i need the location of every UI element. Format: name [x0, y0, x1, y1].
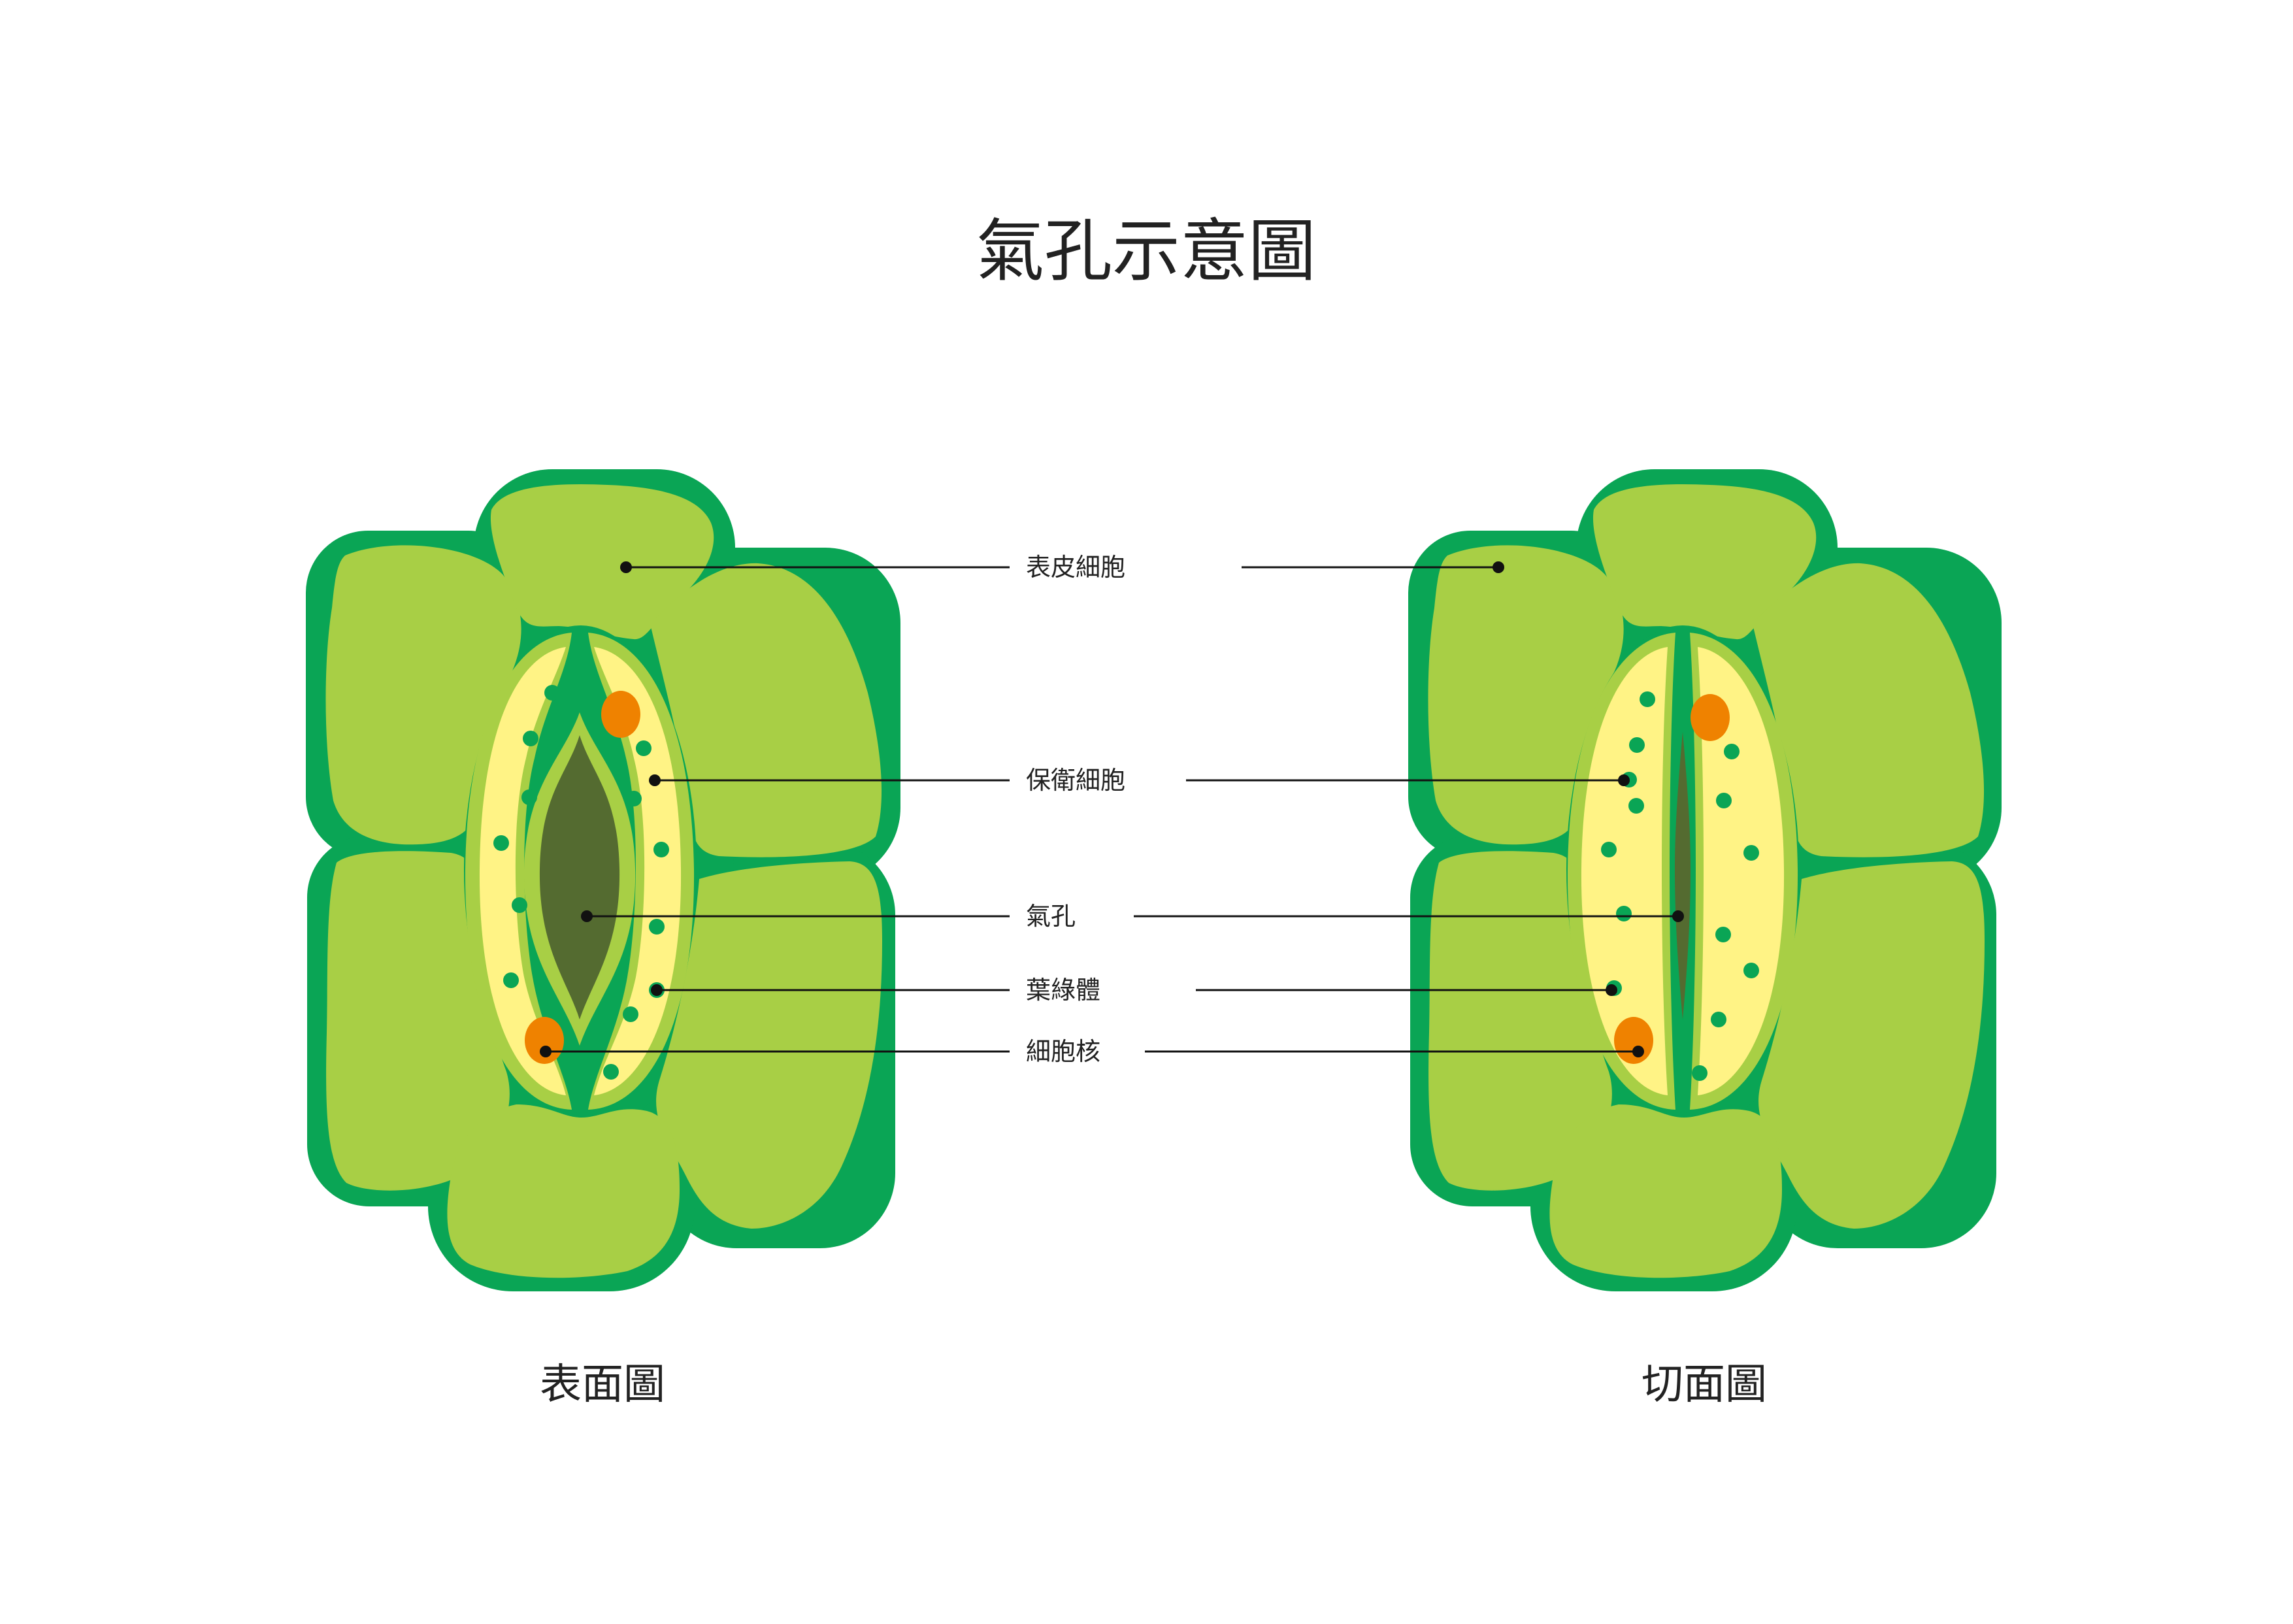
stoma-pore: [1675, 732, 1691, 1019]
epidermal-cell: [1753, 563, 1985, 857]
chloroplast: [1692, 1065, 1707, 1081]
diagram-title: 氣孔示意圖: [976, 211, 1316, 291]
label-epidermal-cell: 表皮細胞: [1026, 553, 1125, 582]
epidermal-cell: [447, 1104, 680, 1278]
chloroplast: [649, 919, 665, 935]
surface-view: 表面圖: [306, 469, 1010, 1409]
chloroplast: [653, 842, 669, 857]
label-nucleus: 細胞核: [1026, 1037, 1100, 1066]
part-labels: 表皮細胞 保衛細胞 氣孔 葉綠體 細胞核: [1026, 553, 1125, 1066]
chloroplast: [1724, 744, 1740, 759]
section-leader-lines: [1134, 561, 1684, 1057]
chloroplast: [623, 1006, 638, 1022]
epidermal-cell: [1428, 851, 1612, 1191]
chloroplast: [493, 835, 509, 851]
guard-cells: [464, 625, 697, 1113]
epidermal-cells: [1428, 484, 1985, 1278]
chloroplast: [523, 731, 538, 746]
epidermal-cell: [1428, 545, 1624, 845]
nucleus: [1691, 694, 1730, 741]
nucleus: [1614, 1017, 1653, 1064]
chloroplast: [1711, 1012, 1726, 1027]
chloroplast: [603, 1064, 619, 1080]
chloroplast: [1629, 737, 1645, 753]
stoma-pore: [539, 735, 620, 1019]
chloroplast: [636, 740, 652, 756]
chloroplast: [512, 897, 527, 913]
epidermal-cells: [325, 484, 882, 1278]
chloroplast: [1743, 845, 1759, 861]
label-guard-cell: 保衛細胞: [1026, 766, 1125, 795]
chloroplast: [1715, 927, 1731, 942]
chloroplast: [544, 685, 560, 701]
epidermal-cell: [325, 545, 521, 845]
chloroplast: [1743, 963, 1759, 978]
chloroplast: [503, 972, 519, 988]
epidermal-cell: [1592, 484, 1817, 640]
epidermal-cell: [650, 563, 882, 857]
epidermal-cell: [1549, 1104, 1782, 1278]
chloroplast: [626, 791, 642, 806]
epidermal-cell: [656, 861, 882, 1229]
guard-cell-left-cytoplasm: [1581, 647, 1668, 1095]
surface-leader-lines: [540, 561, 1010, 1057]
guard-cell-right-cytoplasm: [1698, 647, 1785, 1095]
chloroplast: [1628, 798, 1644, 814]
epidermal-cell: [326, 851, 510, 1191]
surface-view-caption: 表面圖: [540, 1361, 665, 1409]
chloroplast: [1601, 842, 1617, 857]
chloroplast: [1716, 793, 1732, 808]
label-chloroplast: 葉綠體: [1026, 976, 1100, 1004]
epidermal-cell: [1758, 861, 1985, 1229]
nucleus: [601, 691, 640, 738]
epidermal-cell: [490, 484, 714, 640]
chloroplast: [1640, 691, 1655, 707]
chloroplast: [1616, 906, 1632, 921]
label-stoma: 氣孔: [1026, 902, 1076, 931]
chloroplast: [521, 789, 537, 805]
section-view: 切面圖: [1134, 469, 2002, 1409]
guard-cells: [1566, 625, 1799, 1113]
guard-cell-left-cytoplasm: [479, 647, 566, 1095]
section-view-caption: 切面圖: [1641, 1361, 1767, 1409]
